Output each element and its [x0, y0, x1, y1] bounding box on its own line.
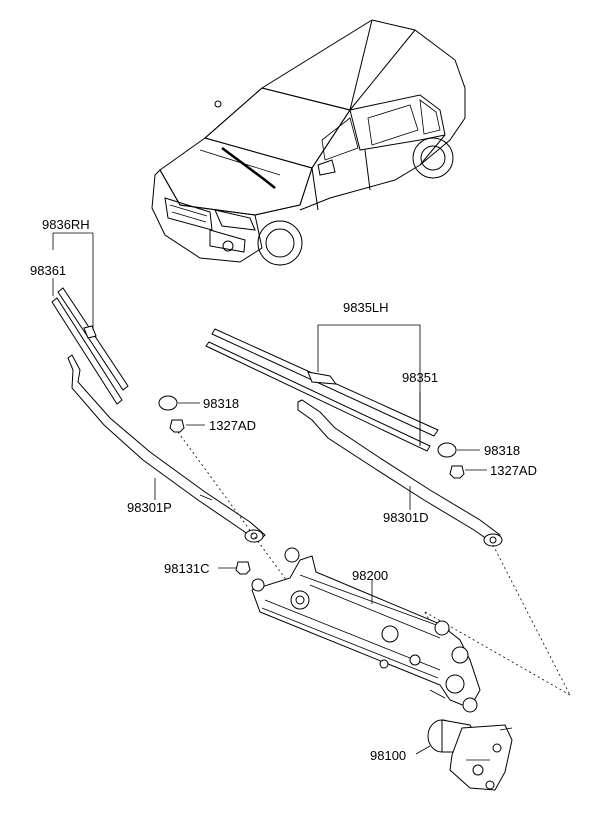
rh-wiper-blade — [51, 287, 129, 405]
label-arm-left: 98301P — [127, 500, 172, 515]
lh-wiper-blade — [205, 328, 439, 452]
label-rh-blade: 98361 — [30, 263, 66, 278]
label-nut-right: 1327AD — [490, 463, 537, 478]
label-cap-right: 98318 — [484, 443, 520, 458]
label-rh-assy: 9836RH — [42, 217, 90, 232]
nut-left — [169, 419, 185, 433]
wiper-linkage — [251, 547, 481, 713]
label-bolt: 98131C — [164, 561, 210, 576]
label-arm-right: 98301D — [383, 510, 429, 525]
wiper-motor — [427, 719, 513, 791]
cap-left — [158, 395, 178, 411]
label-motor: 98100 — [370, 748, 406, 763]
lh-wiper-arm — [297, 399, 503, 547]
vehicle-illustration — [151, 19, 466, 266]
label-linkage: 98200 — [352, 568, 388, 583]
bolt — [235, 561, 251, 575]
label-cap-left: 98318 — [203, 396, 239, 411]
lh-assy-bracket — [317, 324, 421, 446]
label-lh-assy: 9835LH — [343, 300, 389, 315]
nut-right — [449, 465, 465, 479]
cap-right — [437, 442, 457, 458]
label-lh-blade: 98351 — [402, 370, 438, 385]
label-nut-left: 1327AD — [209, 418, 256, 433]
